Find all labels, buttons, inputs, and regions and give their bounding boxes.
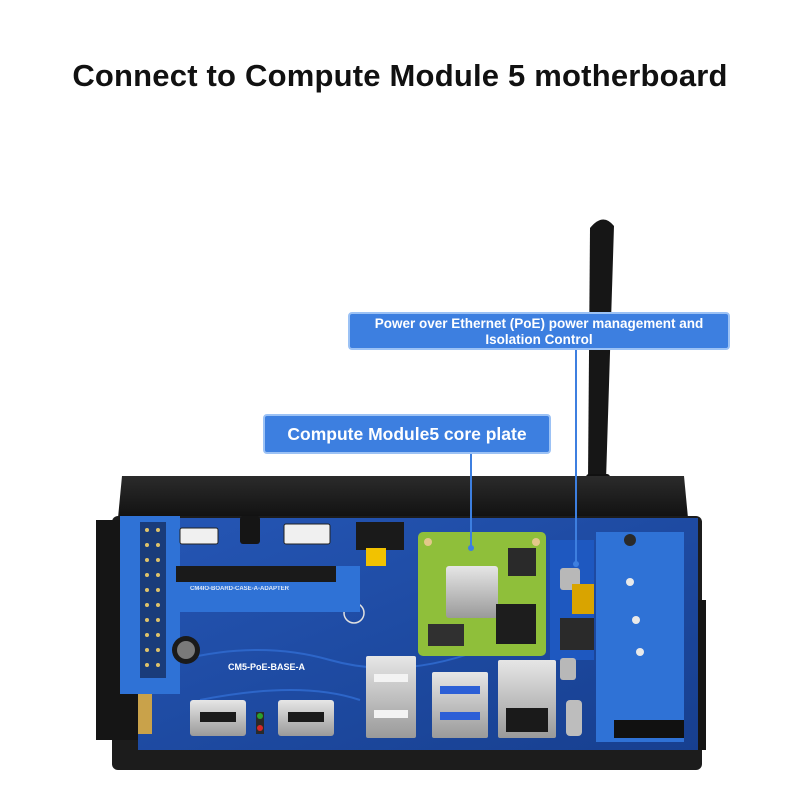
adapter-silkscreen: CM4IO-BOARD-CASE-A-ADAPTER bbox=[190, 586, 289, 592]
callout-leaders bbox=[468, 350, 579, 567]
compute-module bbox=[418, 532, 546, 656]
front-ports bbox=[190, 656, 582, 738]
ffc-connectors bbox=[179, 516, 404, 566]
adapter-board bbox=[120, 516, 360, 734]
poe-module bbox=[550, 540, 594, 680]
core-plate-callout: Compute Module5 core plate bbox=[263, 414, 551, 454]
poe-callout: Power over Ethernet (PoE) power manageme… bbox=[348, 312, 730, 350]
headline: Connect to Compute Module 5 motherboard bbox=[72, 58, 728, 93]
m2-slot bbox=[596, 532, 684, 742]
base-silkscreen: CM5-PoE-BASE-A bbox=[228, 662, 306, 672]
